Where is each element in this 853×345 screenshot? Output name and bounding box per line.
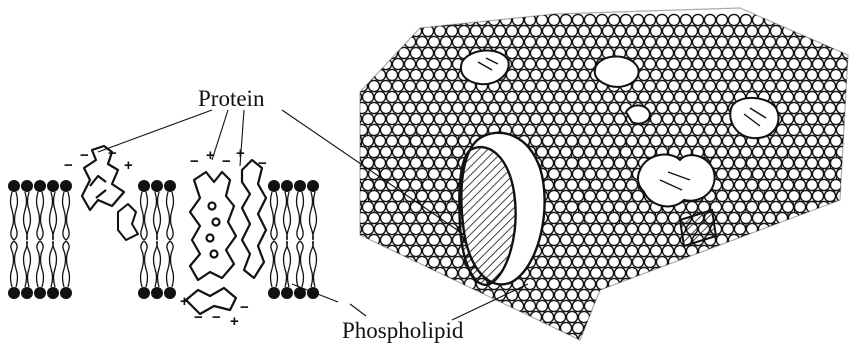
integral-protein-left [190, 172, 236, 280]
charge-minus: − [212, 309, 221, 326]
phospholipid-head [307, 287, 319, 299]
phospholipid-head [151, 287, 163, 299]
surface-protein-4 [730, 98, 778, 138]
integral-protein-right [242, 160, 266, 278]
lower-phospholipid-heads [8, 287, 319, 299]
charge-plus: + [180, 293, 189, 310]
phospholipid-head [281, 180, 293, 192]
phospholipid-head [281, 287, 293, 299]
upper-phospholipid-heads [8, 180, 319, 192]
charge-minus: − [194, 309, 203, 326]
charge-minus: − [222, 153, 231, 170]
label-protein: Protein [198, 86, 265, 111]
phospholipid-head [294, 180, 306, 192]
phospholipid-head [164, 287, 176, 299]
phospholipid-head [138, 287, 150, 299]
phospholipid-head [47, 180, 59, 192]
charge-minus: − [258, 155, 267, 172]
phospholipid-head [8, 287, 20, 299]
phospholipid-head [307, 180, 319, 192]
charge-plus: + [124, 157, 133, 174]
phospholipid-head [8, 180, 20, 192]
phospholipid-head [164, 180, 176, 192]
phospholipid-head [60, 180, 72, 192]
surface-protein-2 [595, 56, 639, 86]
phospholipid-head [268, 287, 280, 299]
label-phospholipid: Phospholipid [342, 318, 464, 343]
membrane-3d-model [344, 8, 853, 345]
phospholipid-head [151, 180, 163, 192]
phospholipid-head [21, 287, 33, 299]
charge-minus: − [240, 299, 249, 316]
phospholipid-head [47, 287, 59, 299]
phospholipid-head [21, 180, 33, 192]
peripheral-protein-small [118, 204, 138, 240]
bilayer-cross-section [8, 180, 319, 299]
charge-plus: + [230, 313, 239, 330]
phospholipid-head [60, 287, 72, 299]
charge-minus: − [190, 153, 199, 170]
charge-minus: − [80, 147, 89, 164]
surface-protein-1 [461, 50, 509, 84]
phospholipid-head [34, 180, 46, 192]
lipid-tails [11, 192, 317, 287]
phospholipid-head [34, 287, 46, 299]
charge-minus: − [64, 157, 73, 174]
phospholipid-head [268, 180, 280, 192]
phospholipid-head [138, 180, 150, 192]
